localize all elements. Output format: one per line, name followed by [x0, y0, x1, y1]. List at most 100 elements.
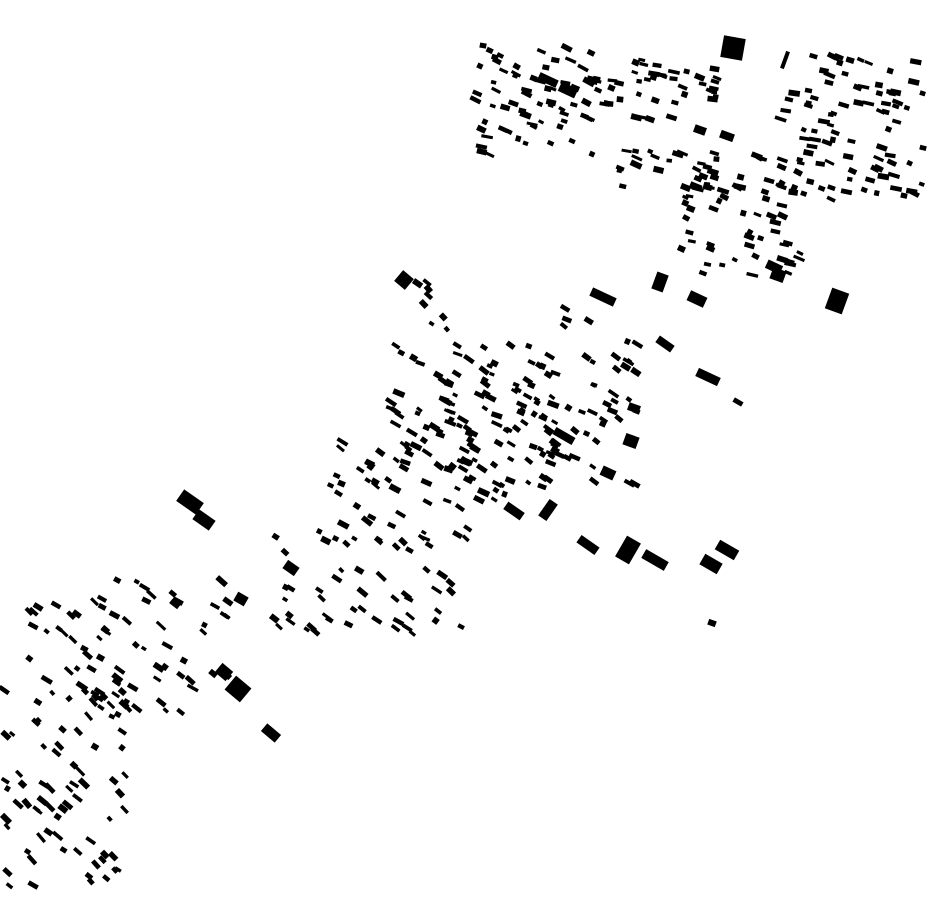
building	[490, 496, 498, 503]
large-building	[192, 509, 216, 531]
building	[631, 58, 641, 67]
building	[527, 358, 536, 366]
building	[561, 315, 573, 324]
building	[68, 634, 78, 645]
building	[111, 678, 122, 687]
building	[32, 602, 44, 612]
large-building	[576, 535, 600, 555]
building	[447, 461, 457, 471]
building	[471, 457, 478, 463]
building	[683, 68, 691, 75]
building	[743, 232, 755, 241]
building	[757, 235, 765, 242]
building	[666, 158, 673, 163]
building	[342, 539, 351, 548]
building	[502, 426, 511, 434]
building	[391, 542, 401, 552]
building	[777, 179, 786, 187]
building	[490, 411, 503, 420]
building	[326, 482, 335, 489]
building	[690, 183, 703, 192]
building	[108, 610, 121, 620]
building	[209, 602, 221, 610]
building	[611, 364, 622, 374]
building	[625, 396, 633, 403]
building	[32, 805, 41, 813]
building	[558, 105, 566, 113]
building	[712, 74, 722, 82]
building	[102, 874, 111, 883]
building	[389, 406, 402, 417]
building	[802, 149, 814, 157]
building	[506, 440, 516, 448]
building	[507, 99, 519, 108]
building	[315, 586, 324, 594]
large-building	[699, 553, 723, 575]
building	[864, 176, 876, 184]
building	[336, 519, 350, 530]
building	[705, 87, 713, 94]
building	[497, 125, 509, 134]
building	[113, 664, 126, 675]
building	[918, 181, 925, 187]
building	[826, 122, 835, 128]
building	[490, 419, 503, 429]
building	[544, 351, 556, 361]
building	[703, 261, 712, 267]
building	[591, 436, 601, 446]
building	[422, 423, 431, 432]
building	[550, 445, 561, 455]
building	[543, 428, 553, 437]
building	[880, 100, 892, 107]
building	[511, 73, 519, 79]
building	[84, 871, 94, 881]
building	[215, 575, 228, 588]
building	[881, 108, 890, 116]
building	[533, 398, 541, 407]
building	[472, 494, 486, 505]
building	[886, 158, 898, 167]
building	[152, 661, 166, 673]
building	[698, 172, 709, 181]
building	[35, 716, 42, 724]
building	[770, 228, 781, 235]
building	[457, 464, 469, 474]
building	[471, 89, 483, 98]
building	[55, 625, 63, 633]
building	[525, 342, 533, 350]
building	[0, 729, 12, 741]
building	[86, 877, 95, 886]
building	[504, 476, 516, 485]
building	[108, 775, 119, 786]
building	[121, 615, 133, 626]
building	[626, 357, 633, 364]
building	[589, 463, 597, 470]
building	[14, 769, 24, 778]
building	[108, 713, 116, 720]
building	[12, 798, 24, 810]
building	[131, 703, 143, 714]
building	[568, 452, 581, 462]
building	[433, 607, 443, 615]
building	[80, 687, 90, 696]
building	[545, 98, 557, 107]
building	[389, 419, 402, 429]
building	[909, 58, 922, 66]
building	[569, 101, 578, 108]
building	[559, 303, 571, 313]
building	[826, 195, 836, 203]
building	[815, 160, 826, 167]
building	[219, 611, 230, 620]
building	[808, 136, 822, 143]
building	[743, 241, 756, 250]
building	[706, 241, 715, 248]
building	[384, 475, 393, 484]
building	[398, 536, 408, 547]
building	[900, 192, 908, 199]
building	[366, 513, 377, 522]
building	[621, 148, 632, 154]
building	[570, 425, 580, 436]
building	[891, 118, 902, 125]
building	[847, 138, 856, 145]
building	[420, 529, 427, 536]
